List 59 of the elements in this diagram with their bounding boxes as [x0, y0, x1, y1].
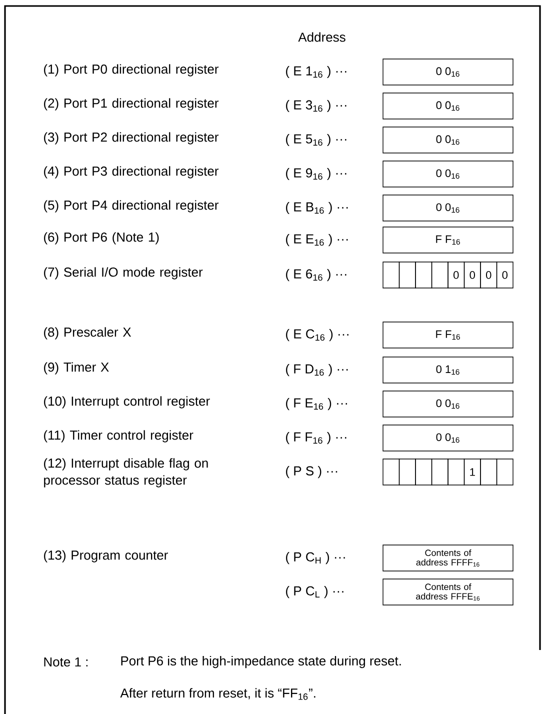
bit-cell	[431, 262, 448, 288]
value-box: 0 0$_{16}$	[382, 390, 514, 418]
bit-cell	[382, 262, 400, 288]
bit-cell: 1	[464, 458, 481, 486]
value-box: 0 0$_{16}$	[382, 160, 514, 188]
column-heading: Address	[298, 32, 346, 42]
address-label: ( E C$_{16}$ ) ···	[286, 328, 348, 342]
address-label: ( F F$_{16}$ ) ···	[286, 432, 346, 444]
address-label: ( F D$_{16}$ ) ···	[286, 364, 348, 376]
note-text: Note 1 :	[44, 657, 88, 667]
register-name: (10) Interrupt control register	[44, 396, 210, 408]
register-name: (1) Port P0 directional register	[44, 64, 219, 76]
bit-cell	[448, 458, 465, 486]
address-label: ( P C$_{H}$ ) ···	[286, 552, 345, 564]
value-box: F F$_{16}$	[382, 322, 514, 348]
register-name: (3) Port P2 directional register	[44, 132, 219, 144]
address-label: ( E 9$_{16}$ ) ···	[286, 168, 346, 180]
register-name: (4) Port P3 directional register	[44, 166, 219, 178]
bit-cell: 0	[496, 262, 514, 288]
address-label: ( P S ) ···	[286, 466, 338, 478]
bit-cell: 0	[464, 262, 481, 288]
register-name: (13) Program counter	[44, 550, 168, 562]
register-name: (9) Timer X	[44, 362, 109, 374]
register-name: (7) Serial I/O mode register	[44, 267, 203, 280]
register-name: (12) Interrupt disable flag on processor status register	[44, 458, 208, 488]
bit-cell	[398, 262, 416, 288]
bit-cell: 0	[448, 262, 465, 288]
address-label: ( P C$_{L}$ ) ···	[286, 586, 344, 598]
bit-cell	[480, 458, 498, 486]
register-name: (5) Port P4 directional register	[44, 200, 219, 212]
value-box: 0 0$_{16}$	[382, 58, 514, 86]
value-box: Contents of address FFFF$_{16}$	[382, 544, 514, 572]
value-box: 0 0$_{16}$	[382, 194, 514, 222]
value-box: 0 0$_{16}$	[382, 92, 514, 120]
note-text: After return from reset, it is “FF$_{16}$”.	[120, 688, 316, 700]
address-label: ( E 6$_{16}$ ) ···	[286, 268, 346, 282]
bit-cell	[415, 262, 432, 288]
register-name: (6) Port P6 (Note 1)	[44, 232, 159, 244]
note-text: Port P6 is the high-impedance state during reset.	[121, 656, 401, 668]
address-label: ( E B$_{16}$ ) ···	[286, 202, 348, 214]
register-name: (11) Timer control register	[44, 430, 194, 442]
bit-cell	[382, 458, 400, 486]
bit-cell	[496, 458, 514, 486]
register-name: (8) Prescaler X	[44, 327, 132, 340]
address-label: ( E 1$_{16}$ ) ···	[286, 66, 346, 78]
address-label: ( E E$_{16}$ ) ···	[286, 234, 348, 246]
bit-cell	[415, 458, 432, 486]
address-label: ( E 5$_{16}$ ) ···	[286, 134, 346, 146]
value-box: Contents of address FFFE$_{16}$	[382, 578, 514, 606]
value-box: 0 1$_{16}$	[382, 356, 514, 384]
address-label: ( F E$_{16}$ ) ···	[286, 398, 347, 410]
bit-cell	[431, 458, 448, 486]
bit-cell: 0	[480, 262, 498, 288]
bit-cell	[398, 458, 416, 486]
value-box: F F$_{16}$	[382, 226, 514, 254]
value-box: 0 0$_{16}$	[382, 126, 514, 154]
address-label: ( E 3$_{16}$ ) ···	[286, 100, 346, 112]
register-name: (2) Port P1 directional register	[44, 98, 219, 110]
value-box: 0 0$_{16}$	[382, 424, 514, 452]
